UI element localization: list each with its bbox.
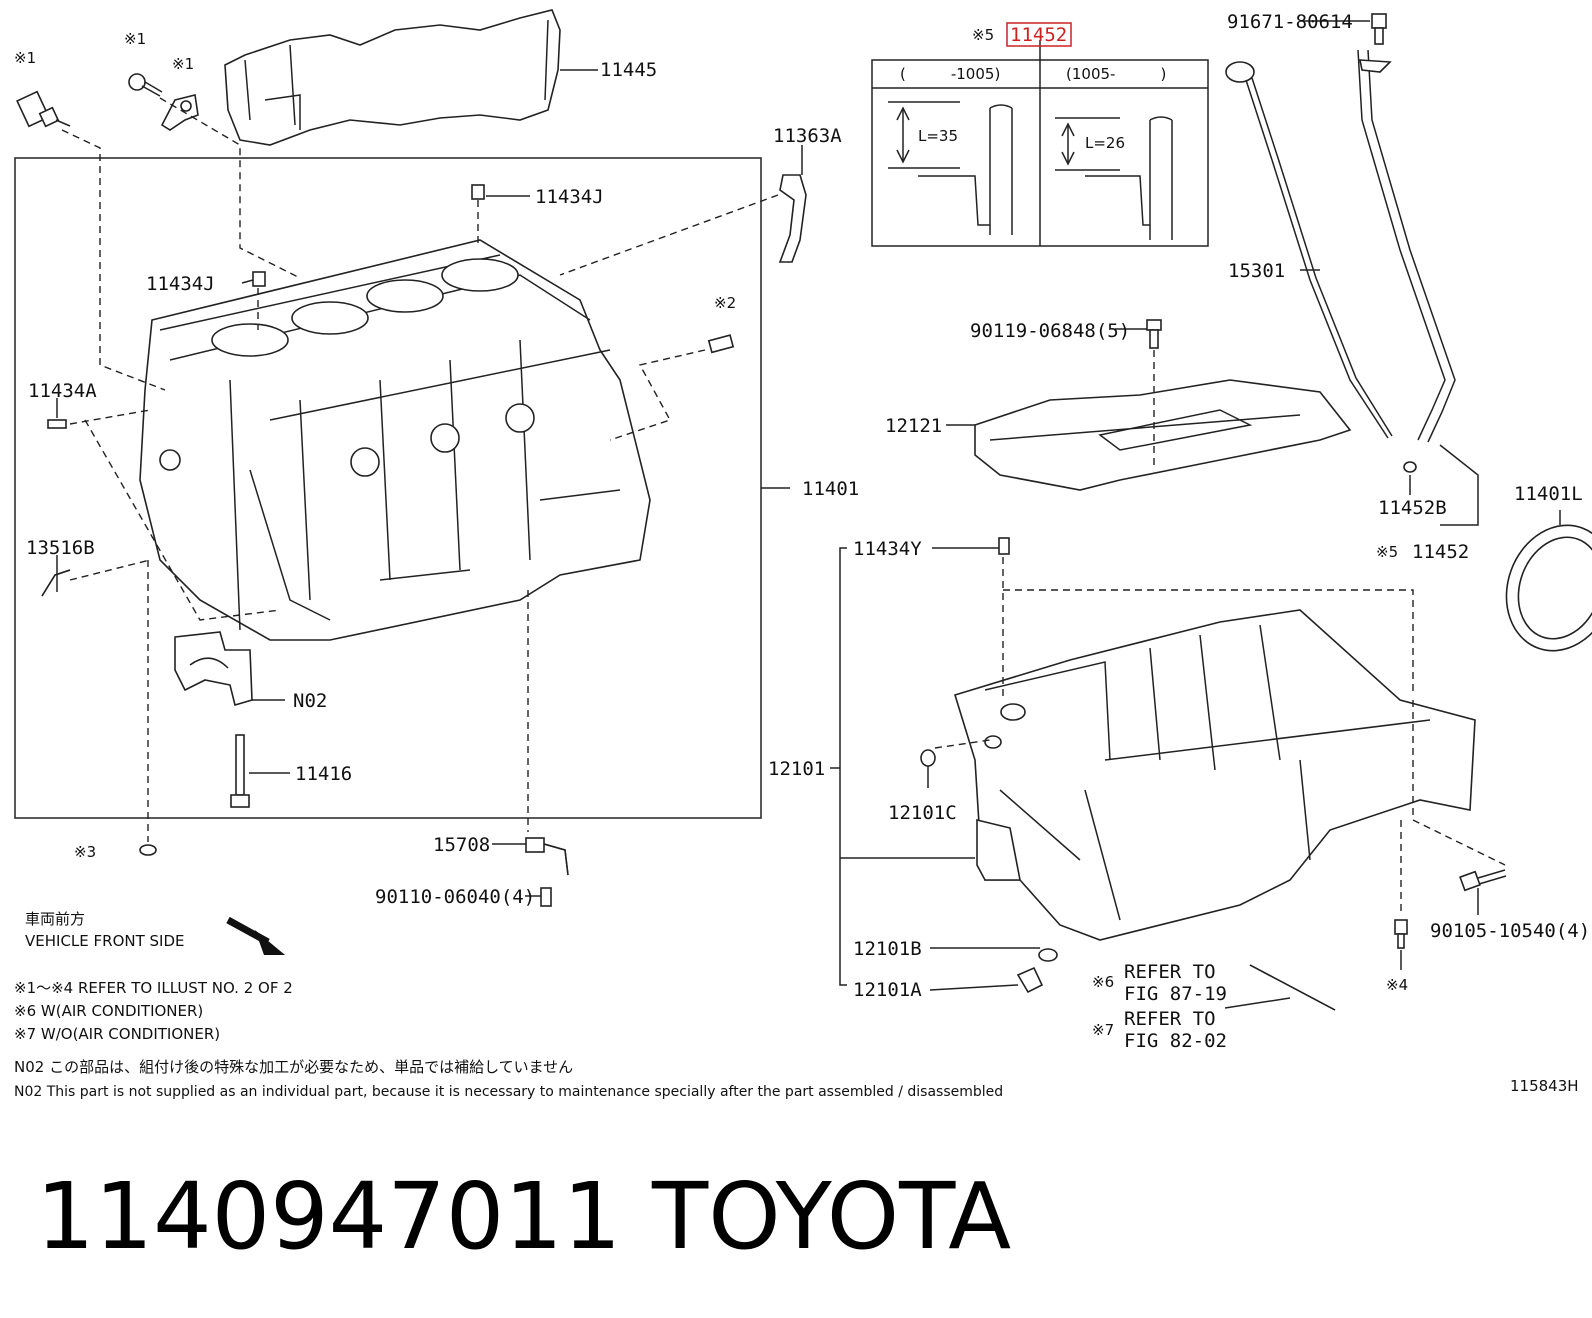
label-12101B: 12101B <box>853 938 922 960</box>
refer-1-line1: REFER TO <box>1124 961 1216 983</box>
part-12101A-plug[interactable] <box>1016 966 1044 994</box>
part-11434A-pin[interactable] <box>47 419 67 429</box>
label-12101A: 12101A <box>853 979 922 1001</box>
label-N02: N02 <box>293 690 327 712</box>
label-11363A: 11363A <box>773 125 842 147</box>
part-90110-bolt[interactable] <box>540 887 552 907</box>
part-12101-oil-pan[interactable] <box>953 609 1476 941</box>
label-11401: 11401 <box>802 478 859 500</box>
note-5: N02 This part is not supplied as an indi… <box>14 1084 1003 1100</box>
cylinder-block[interactable] <box>139 239 651 641</box>
highlight-box <box>1006 22 1072 47</box>
refer-2-line1: REFER TO <box>1124 1008 1216 1030</box>
mark-1-sensor: ※1 <box>14 49 36 67</box>
part-91671-bolt[interactable] <box>1371 13 1387 45</box>
vehicle-front-jp: 車両前方 <box>25 910 85 928</box>
part-bolt-4[interactable] <box>1394 919 1408 949</box>
label-90110-06040: 90110-06040(4) <box>375 886 535 908</box>
inset-col1-header: ( -1005) <box>900 65 1000 83</box>
inset-length-2: L=26 <box>1085 134 1125 152</box>
part-N02-cap[interactable] <box>174 631 253 707</box>
part-nut-bottom[interactable] <box>139 844 157 856</box>
note-2: ※6 W(AIR CONDITIONER) <box>14 1002 203 1020</box>
part-bracket-upper[interactable] <box>160 94 199 131</box>
label-11401L: 11401L <box>1514 483 1583 505</box>
label-11452B: 11452B <box>1378 497 1447 519</box>
part-90105-bolt[interactable] <box>1459 869 1507 892</box>
part-11434Y-pin[interactable] <box>998 537 1010 555</box>
inset-col2-header: (1005- ) <box>1066 65 1166 83</box>
label-11434Y: 11434Y <box>853 538 922 560</box>
part-11401L-oil-seal[interactable] <box>1489 510 1592 666</box>
part-sensor-left[interactable] <box>16 90 71 128</box>
label-15301: 15301 <box>1228 260 1285 282</box>
label-11434J-top: 11434J <box>535 186 604 208</box>
label-11434J-mid: 11434J <box>146 273 215 295</box>
label-12101C: 12101C <box>888 802 957 824</box>
label-91671-80614: 91671-80614 <box>1227 11 1353 33</box>
label-11452-bottom: 11452 <box>1412 541 1469 563</box>
refer-1-line2: FIG 87-19 <box>1124 983 1227 1005</box>
label-13516B: 13516B <box>26 537 95 559</box>
label-11452-highlight: 11452 <box>1010 24 1067 46</box>
part-13516B-tube[interactable] <box>41 569 71 597</box>
mark-1-bracket: ※1 <box>172 55 194 73</box>
part-11452-guide-tube[interactable] <box>1357 49 1456 443</box>
part-90119-bolt[interactable] <box>1146 319 1162 349</box>
part-15301-dipstick[interactable] <box>1225 61 1393 439</box>
refer-2-line2: FIG 82-02 <box>1124 1030 1227 1052</box>
footer-code: 115843H <box>1510 1077 1579 1095</box>
vehicle-front-en: VEHICLE FRONT SIDE <box>25 932 185 950</box>
part-12101C-oring[interactable] <box>920 749 936 767</box>
inset-11452-variants <box>871 40 1209 247</box>
caption-brand: TOYOTA <box>651 1163 1011 1270</box>
mark-4: ※4 <box>1386 976 1408 994</box>
mark-2: ※2 <box>714 294 736 312</box>
part-11445-cover[interactable] <box>224 9 561 146</box>
part-11363A-bracket[interactable] <box>778 174 807 263</box>
label-11445: 11445 <box>600 59 657 81</box>
part-12121-baffle[interactable] <box>974 379 1352 491</box>
part-12101B-gasket[interactable] <box>1038 948 1058 962</box>
mark-5-bottom: ※5 <box>1376 543 1398 561</box>
mark-5-top: ※5 <box>972 26 994 44</box>
label-12121: 12121 <box>885 415 942 437</box>
label-15708: 15708 <box>433 834 490 856</box>
caption-part-number: 1140947011 <box>36 1163 621 1270</box>
label-90105-10540: 90105-10540(4) <box>1430 920 1590 942</box>
part-15708-nozzle[interactable] <box>525 837 569 876</box>
part-11434J-pin-mid[interactable] <box>252 271 266 287</box>
label-11416: 11416 <box>295 763 352 785</box>
part-stud-bolt[interactable] <box>1249 964 1336 1011</box>
mark-1-bolt: ※1 <box>124 30 146 48</box>
part-11452B-oring[interactable] <box>1403 461 1417 473</box>
part-bolt-upper[interactable] <box>128 73 163 97</box>
note-4: N02 この部品は、組付け後の特殊な加工が必要なため、単品では補給していません <box>14 1058 573 1076</box>
note-1: ※1～※4 REFER TO ILLUST NO. 2 OF 2 <box>14 979 293 997</box>
part-pin-right[interactable] <box>707 334 735 354</box>
label-12101: 12101 <box>768 758 825 780</box>
vehicle-front-arrow-icon <box>226 916 285 955</box>
mark-7: ※7 <box>1092 1021 1114 1039</box>
label-90119-06848: 90119-06848(5) <box>970 320 1130 342</box>
note-3: ※7 W/O(AIR CONDITIONER) <box>14 1025 220 1043</box>
label-11434A: 11434A <box>28 380 97 402</box>
inset-length-1: L=35 <box>918 127 958 145</box>
mark-3: ※3 <box>74 843 96 861</box>
part-11434J-pin-top[interactable] <box>471 184 485 200</box>
mark-6: ※6 <box>1092 973 1114 991</box>
part-11416-bolt[interactable] <box>230 734 250 808</box>
